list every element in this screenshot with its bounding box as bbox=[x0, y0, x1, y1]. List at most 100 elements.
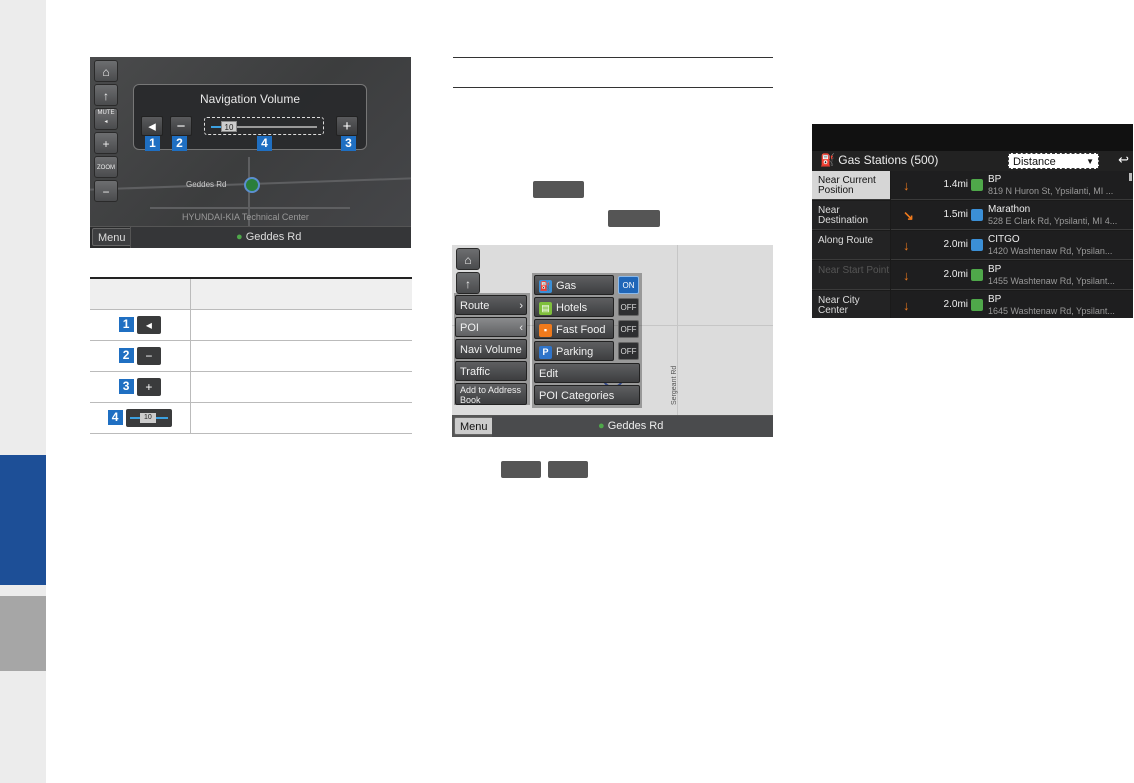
table-row: 4 10 bbox=[90, 402, 412, 434]
scrollbar[interactable] bbox=[1129, 173, 1132, 181]
fast-food-icon: ▪ bbox=[539, 323, 552, 337]
poi-edit-button[interactable]: Edit bbox=[534, 363, 640, 383]
poi-map-label: HYUNDAI-KIA Technical Center bbox=[182, 212, 309, 222]
home-icon[interactable]: ⌂ bbox=[456, 248, 480, 270]
volume-button-table: 1 ◂ 2 − 3 + 4 10 bbox=[90, 277, 412, 434]
direction-icon: ↘ bbox=[903, 208, 914, 223]
menu-item-traffic[interactable]: Traffic bbox=[455, 361, 527, 381]
volume-slider[interactable]: 10 bbox=[204, 117, 324, 135]
slider-knob[interactable]: 10 bbox=[221, 121, 237, 132]
list-item[interactable]: ↘ 1.5mi Marathon 528 E Clark Rd, Ypsilan… bbox=[891, 201, 1133, 230]
chapter-tab bbox=[0, 596, 46, 671]
distance: 2.0mi bbox=[943, 299, 968, 310]
table-header-cell bbox=[90, 277, 191, 310]
bottom-bar: Menu ● Geddes Rd bbox=[452, 415, 773, 437]
list-item[interactable]: ↓ 2.0mi CITGO 1420 Washtenaw Rd, Ypsilan… bbox=[891, 231, 1133, 260]
status-bar bbox=[812, 124, 1133, 151]
marker-2: 2 bbox=[172, 136, 187, 151]
marker-3: 3 bbox=[341, 136, 356, 151]
station-name: BP bbox=[988, 174, 1002, 185]
dropdown-arrow-icon: ▼ bbox=[1086, 157, 1094, 166]
compass-icon[interactable]: ↑ bbox=[94, 84, 118, 106]
divider bbox=[453, 87, 773, 88]
zoom-button[interactable]: ZOOM bbox=[94, 156, 118, 178]
poi-screen: Sergeant Rd ⌂ ↑ Route› POI‹ Navi Volume … bbox=[452, 245, 773, 437]
station-address: 1420 Washtenaw Rd, Ypsilan... bbox=[988, 246, 1113, 256]
distance: 1.5mi bbox=[943, 209, 968, 220]
popup-title: Navigation Volume bbox=[199, 92, 301, 106]
list-header: ⛽ Gas Stations (500) Distance▼ ↩ bbox=[812, 151, 1133, 171]
table-row: 2 − bbox=[90, 340, 412, 372]
parking-icon: P bbox=[539, 345, 552, 359]
volume-popup: Navigation Volume ◂ − 10 + bbox=[133, 84, 367, 150]
station-address: 1455 Washtenaw Rd, Ypsilant... bbox=[988, 276, 1115, 286]
fast-food-toggle[interactable]: OFF bbox=[618, 320, 639, 338]
filter-near-start-point[interactable]: Near Start Point bbox=[812, 261, 890, 290]
direction-icon: ↓ bbox=[903, 178, 910, 193]
sort-dropdown[interactable]: Distance▼ bbox=[1008, 153, 1099, 169]
menu-item-poi[interactable]: POI‹ bbox=[455, 317, 527, 337]
table-row: 3 + bbox=[90, 371, 412, 403]
brand-icon bbox=[971, 299, 983, 311]
inline-button-ref bbox=[608, 210, 660, 227]
volume-up-button[interactable]: + bbox=[336, 116, 358, 136]
menu-item-route[interactable]: Route› bbox=[455, 295, 527, 315]
chevron-left-icon: ‹ bbox=[519, 322, 523, 334]
menu-button[interactable]: Menu bbox=[454, 417, 494, 435]
filter-along-route[interactable]: Along Route bbox=[812, 231, 890, 260]
brand-icon bbox=[971, 209, 983, 221]
station-address: 528 E Clark Rd, Ypsilanti, MI 4... bbox=[988, 216, 1118, 226]
compass-icon[interactable]: ↑ bbox=[456, 272, 480, 294]
mute-toggle-button[interactable]: ◂ bbox=[141, 116, 163, 136]
volume-down-button[interactable]: − bbox=[170, 116, 192, 136]
car-position-icon bbox=[244, 177, 260, 193]
distance: 2.0mi bbox=[943, 239, 968, 250]
mute-button[interactable]: MUTE◂ bbox=[94, 108, 118, 130]
minus-icon: − bbox=[136, 346, 161, 365]
poi-fast-food[interactable]: ▪Fast Food bbox=[534, 319, 614, 339]
gas-station-toggle[interactable]: ON bbox=[618, 276, 639, 294]
bottom-road-label: ● Geddes Rd bbox=[236, 231, 302, 243]
list-item[interactable]: ↓ 2.0mi BP 1455 Washtenaw Rd, Ypsilant..… bbox=[891, 261, 1133, 290]
zoom-out-button[interactable]: − bbox=[94, 180, 118, 202]
poi-hotels[interactable]: ▤Hotels bbox=[534, 297, 614, 317]
inline-button-ref bbox=[501, 461, 541, 478]
filter-near-current-position[interactable]: Near Current Position bbox=[812, 171, 890, 200]
chapter-tab-active bbox=[0, 455, 46, 585]
filter-near-city-center[interactable]: Near City Center bbox=[812, 291, 890, 318]
station-address: 1645 Washtenaw Rd, Ypsilant... bbox=[988, 306, 1115, 316]
brand-icon bbox=[971, 239, 983, 251]
station-name: BP bbox=[988, 294, 1002, 305]
inline-button-ref bbox=[533, 181, 584, 198]
list-item[interactable]: ↓ 2.0mi BP 1645 Washtenaw Rd, Ypsilant..… bbox=[891, 291, 1133, 318]
station-address: 819 N Huron St, Ypsilanti, MI ... bbox=[988, 186, 1114, 196]
location-icon: ● bbox=[598, 420, 605, 432]
bottom-road-label: ● Geddes Rd bbox=[598, 420, 664, 432]
bottom-bar: Menu ● Geddes Rd bbox=[90, 226, 411, 248]
distance: 1.4mi bbox=[943, 179, 968, 190]
divider bbox=[453, 57, 773, 58]
marker-1: 1 bbox=[145, 136, 160, 151]
menu-button[interactable]: Menu bbox=[92, 228, 132, 246]
direction-icon: ↓ bbox=[903, 238, 910, 253]
parking-toggle[interactable]: OFF bbox=[618, 342, 639, 360]
gas-pump-icon: ⛽ bbox=[539, 279, 552, 293]
speaker-icon: ◂ bbox=[136, 315, 161, 334]
home-icon[interactable]: ⌂ bbox=[94, 60, 118, 82]
back-icon[interactable]: ↩ bbox=[1118, 152, 1129, 167]
direction-icon: ↓ bbox=[903, 268, 910, 283]
inline-button-ref bbox=[548, 461, 588, 478]
hotels-toggle[interactable]: OFF bbox=[618, 298, 639, 316]
poi-categories-button[interactable]: POI Categories bbox=[534, 385, 640, 405]
poi-search-icon: ⛽ bbox=[820, 153, 835, 167]
list-item[interactable]: ↓ 1.4mi BP 819 N Huron St, Ypsilanti, MI… bbox=[891, 171, 1133, 200]
filter-near-destination[interactable]: Near Destination bbox=[812, 201, 890, 230]
poi-gas-station[interactable]: ⛽Gas Statio... bbox=[534, 275, 614, 312]
slider-icon: 10 bbox=[125, 408, 172, 427]
menu-item-add-to-address-book[interactable]: Add to Address Book bbox=[455, 383, 527, 405]
zoom-in-button[interactable]: + bbox=[94, 132, 118, 154]
menu-item-navi-volume[interactable]: Navi Volume bbox=[455, 339, 527, 359]
chevron-right-icon: › bbox=[519, 300, 523, 312]
hotel-icon: ▤ bbox=[539, 301, 552, 315]
